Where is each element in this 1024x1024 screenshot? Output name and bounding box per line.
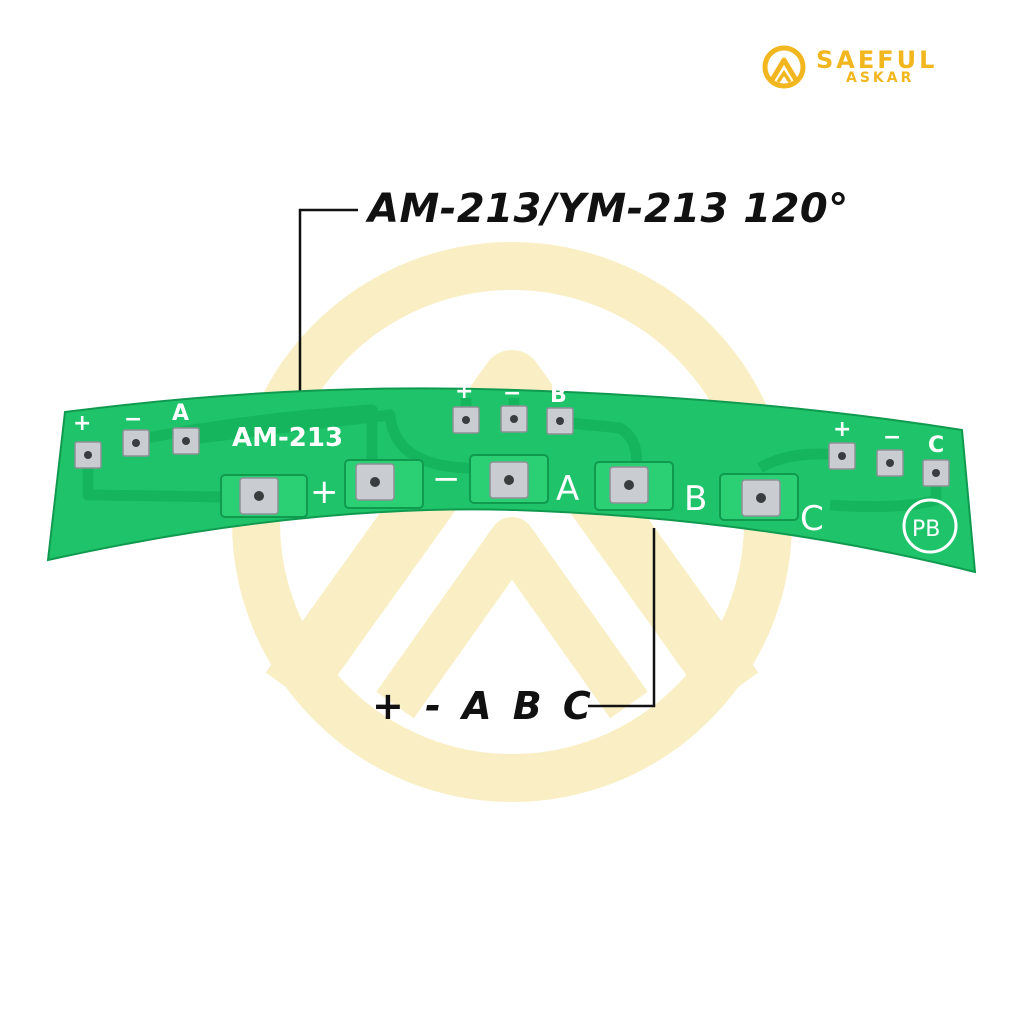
silk-out-c: C bbox=[800, 499, 824, 539]
model-leader-line bbox=[298, 208, 358, 395]
silk-group1-plus: + bbox=[73, 411, 91, 436]
brand-subname: ASKAR bbox=[846, 70, 915, 86]
silk-group1-a: A bbox=[172, 401, 189, 426]
sensor-pad-holes bbox=[84, 415, 940, 477]
silk-group3-c: C bbox=[928, 433, 944, 458]
silk-out-plus: + bbox=[310, 472, 339, 512]
pins-leader-line bbox=[588, 528, 656, 708]
silk-out-b: B bbox=[684, 479, 707, 519]
svg-text:PB: PB bbox=[912, 517, 940, 542]
silk-group3-minus: − bbox=[883, 425, 901, 450]
silk-group2-b: B bbox=[550, 383, 567, 408]
output-solder-pads bbox=[239, 461, 781, 517]
silk-out-minus: − bbox=[432, 459, 461, 499]
model-callout-label: AM-213/YM-213 120° bbox=[368, 186, 849, 232]
brand-logo: SAEFUL ASKAR bbox=[760, 44, 990, 90]
silk-group1-minus: − bbox=[124, 407, 142, 432]
silk-group3-plus: + bbox=[833, 417, 851, 442]
brand-name: SAEFUL bbox=[816, 46, 938, 74]
silk-out-a: A bbox=[556, 469, 579, 509]
pins-callout-label: + - A B C bbox=[372, 684, 595, 728]
silk-group2-minus: − bbox=[503, 381, 521, 406]
silk-part-number: AM-213 bbox=[232, 423, 343, 453]
pcb-board: AM-213 + − A + − B + − C + − A B C PB bbox=[46, 379, 977, 574]
silk-logo-mark: PB bbox=[902, 498, 958, 554]
brand-mark-icon bbox=[762, 45, 806, 89]
silk-group2-plus: + bbox=[455, 379, 473, 404]
output-pad-holes bbox=[254, 475, 766, 503]
